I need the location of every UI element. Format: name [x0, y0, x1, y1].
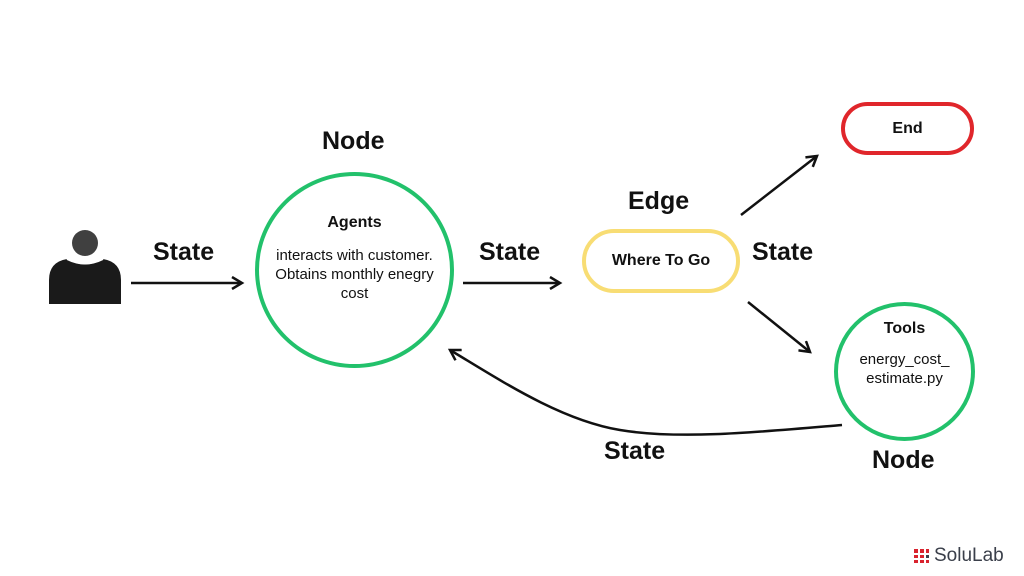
- arrow-edge-to-tools: [747, 301, 810, 352]
- arrow-edge-to-end: [740, 156, 817, 216]
- end-node-label: End: [892, 119, 923, 137]
- solulab-logo: SoluLab: [914, 545, 1004, 567]
- state-label-tools-to-agent: State: [604, 437, 666, 465]
- tools-node: Tools energy_cost_ estimate.py: [834, 302, 975, 441]
- arrow-tools-to-agent: [450, 350, 843, 436]
- agents-body-line: Obtains monthly enegry: [275, 266, 434, 283]
- state-label-user-to-agent: State: [153, 238, 215, 266]
- tools-body-line: energy_cost_: [859, 351, 950, 368]
- node-label-top: Node: [322, 127, 385, 155]
- tools-node-body: energy_cost_ estimate.py: [859, 350, 949, 388]
- end-node: End: [841, 102, 974, 155]
- agents-node-title: Agents: [327, 214, 382, 231]
- edge-label: Edge: [628, 187, 690, 215]
- agents-node: Agents interacts with customer. Obtains …: [255, 172, 454, 368]
- solulab-brand-name: SoluLab: [934, 545, 1004, 566]
- tools-body-line: estimate.py: [866, 370, 943, 387]
- agents-body-line: cost: [340, 285, 369, 302]
- tools-node-title: Tools: [883, 320, 926, 337]
- edge-node: Where To Go: [582, 229, 740, 293]
- solulab-logo-icon: [914, 549, 929, 563]
- node-label-bottom: Node: [872, 446, 935, 474]
- agents-node-body: interacts with customer. Obtains monthly…: [275, 246, 433, 303]
- state-label-edge-out: State: [752, 238, 814, 266]
- state-label-agent-to-edge: State: [479, 238, 541, 266]
- edge-node-label: Where To Go: [611, 252, 711, 269]
- user-icon: [49, 230, 121, 304]
- agents-body-line: interacts with customer.: [276, 247, 433, 264]
